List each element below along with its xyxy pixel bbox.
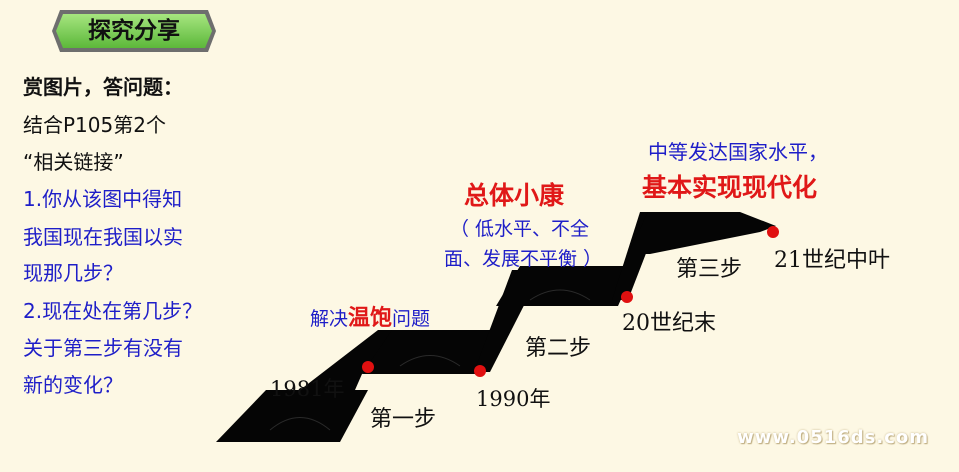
marker-1981: [362, 361, 374, 373]
marker-1990: [474, 365, 486, 377]
question-line: 2.现在处在第几步？: [23, 299, 203, 323]
question-line: 结合P105第2个: [23, 113, 166, 137]
question-line: 1.你从该图中得知: [23, 187, 183, 211]
question-heading: 赏图片，答问题：: [23, 75, 183, 99]
question-line: 新的变化？: [23, 373, 123, 397]
goal-1-prefix: 解决: [310, 308, 349, 330]
badge-title: 探究分享: [88, 18, 180, 44]
question-line: 关于第三步有没有: [23, 336, 183, 360]
marker-20c-end: [621, 291, 633, 303]
goal-1: 解决温饱问题: [310, 300, 430, 332]
section-badge: 探究分享: [50, 8, 218, 54]
goal-3-line2: 基本实现现代化: [642, 173, 818, 202]
year-label-20c-end: 20世纪末: [622, 311, 716, 336]
goal-2-title: 总体小康: [464, 181, 565, 210]
goal-2-line2: 面、发展不平衡 ）: [444, 248, 603, 270]
question-line: 我国现在我国以实: [23, 225, 183, 249]
question-line: “相关链接”: [23, 150, 124, 174]
marker-21c-mid: [767, 226, 779, 238]
year-label-21c-mid: 21世纪中叶: [774, 248, 890, 273]
step-label-3: 第三步: [676, 257, 743, 282]
step-label-2: 第二步: [525, 336, 592, 361]
step-label-1: 第一步: [370, 407, 437, 432]
goal-3-line1: 中等发达国家水平，: [648, 140, 828, 164]
year-label-1990: 1990年: [476, 387, 551, 411]
year-label-1981: 1981年: [270, 377, 345, 401]
question-line: 现那几步？: [23, 261, 123, 285]
watermark: www.0516ds.com: [737, 427, 929, 448]
goal-1-highlight: 温饱: [348, 306, 393, 331]
badge-shape: [52, 10, 216, 52]
goal-2-line1: （ 低水平、不全: [450, 218, 590, 240]
goal-1-suffix: 问题: [392, 308, 431, 330]
